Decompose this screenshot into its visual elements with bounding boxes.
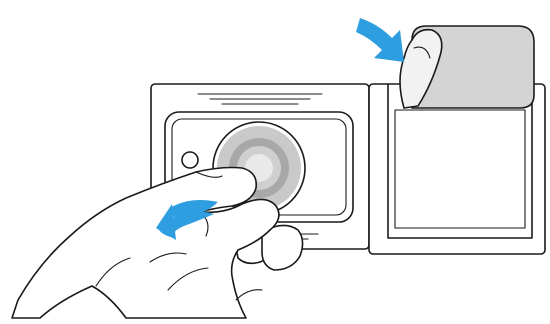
status-led-icon — [182, 152, 198, 168]
protective-film — [400, 26, 534, 108]
bracket-panel — [369, 84, 545, 254]
peel-arrow-icon — [356, 18, 404, 62]
